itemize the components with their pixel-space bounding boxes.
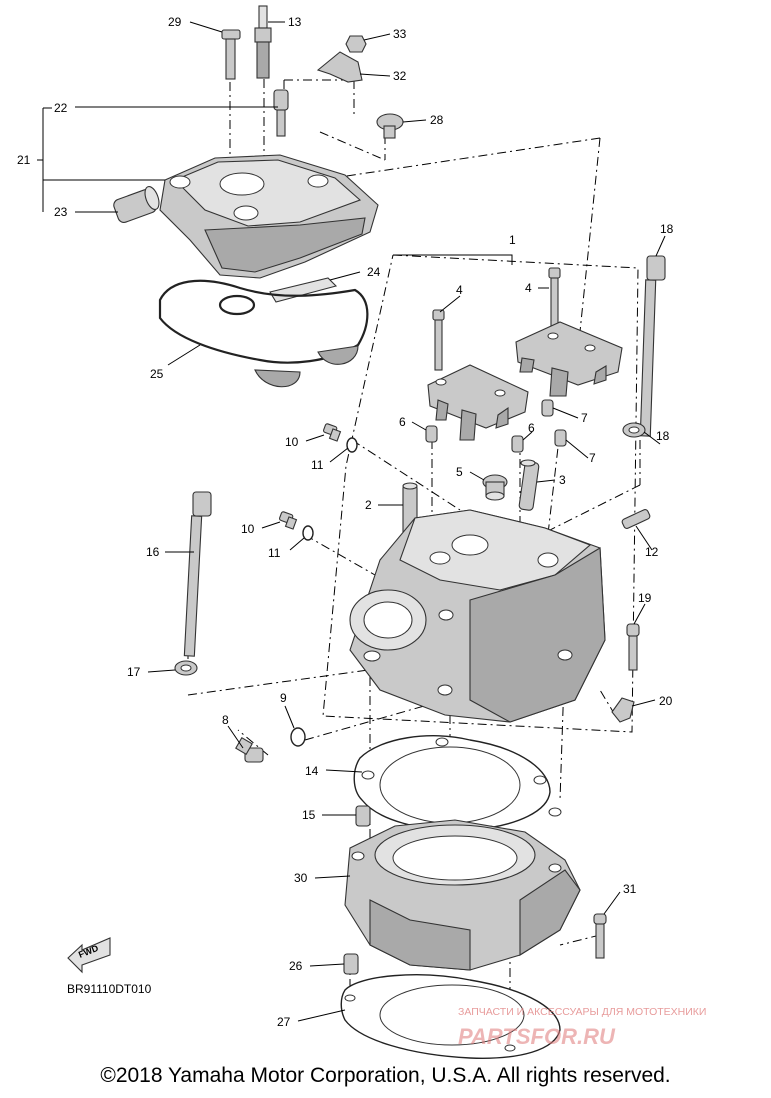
callout-4-left: 4 [456, 283, 463, 297]
dowel-6-right-icon [511, 435, 524, 453]
callout-27: 29 [168, 15, 182, 29]
bolt-26-icon [376, 113, 404, 139]
callout-19: 19 [638, 591, 652, 605]
drawing-code: BR91110DT010 [67, 982, 152, 996]
callout-15: 15 [302, 808, 316, 822]
dowel-15-icon [355, 805, 371, 827]
callout-17: 18 [660, 222, 674, 236]
bolt-27-icon [221, 29, 241, 80]
spark-plug-icon [254, 5, 272, 79]
bolt-4-left-icon [432, 309, 445, 371]
callout-28: 30 [294, 871, 308, 885]
callout-13: 13 [288, 15, 302, 29]
gasket-24-icon [269, 277, 338, 303]
copyright-notice: ©2018 Yamaha Motor Corporation, U.S.A. A… [100, 1064, 671, 1087]
bolt-19-icon [626, 623, 640, 671]
callout-labels: 29 13 33 32 22 28 21 23 1 18 24 4 4 25 6… [17, 15, 674, 1029]
callout-12: 12 [645, 545, 659, 559]
long-bolt-16-icon [183, 491, 212, 657]
o-ring-9-icon [290, 727, 306, 747]
callout-7-lower: 7 [589, 451, 596, 465]
cylinder-head [349, 509, 606, 723]
bolt-8-icon [235, 737, 264, 763]
callout-21: 21 [17, 153, 31, 167]
forward-arrow-icon: FWD [67, 937, 111, 974]
callout-22: 22 [54, 101, 68, 115]
o-ring-11-upper-icon [346, 437, 358, 453]
camshaft-caps-group [402, 267, 623, 537]
nut-33-icon [345, 35, 367, 53]
callout-29: 27 [277, 1015, 291, 1029]
stud-12-icon [621, 508, 651, 530]
callout-6-right: 6 [528, 421, 535, 435]
bolt-4-right-icon [548, 267, 561, 329]
leader-lines [37, 21, 666, 1022]
callout-10-upper: 10 [285, 435, 299, 449]
collar-23-icon [113, 185, 160, 223]
dowel-6-left-icon [425, 425, 438, 443]
callout-9: 9 [280, 691, 287, 705]
callout-23: 23 [54, 205, 68, 219]
callout-7-upper: 7 [581, 411, 588, 425]
bolt-10-lower-icon [279, 511, 298, 530]
cylinder-head-cover [159, 154, 379, 279]
callout-3: 3 [559, 473, 566, 487]
watermark-text-line2: PARTSFOR.RU [458, 1024, 616, 1049]
callout-25: 25 [150, 367, 164, 381]
stud-3-icon [518, 459, 540, 511]
plug-5-icon [482, 474, 508, 501]
callout-24: 24 [367, 265, 381, 279]
camshaft-cap-left [427, 364, 529, 441]
callout-2: 2 [365, 498, 372, 512]
callout-14: 14 [305, 764, 319, 778]
callout-10-lower: 10 [241, 522, 255, 536]
callout-1: 1 [509, 233, 516, 247]
callout-31: 31 [623, 882, 637, 896]
plate-32-icon [316, 51, 363, 83]
callout-18-upper: 18 [656, 429, 670, 443]
bracket-20-icon [611, 697, 635, 723]
callout-11-upper: 11 [311, 458, 324, 472]
bolt-10-upper-icon [323, 423, 342, 442]
dowel-30-icon [343, 953, 359, 975]
cylinder-head-cover-group [113, 5, 404, 388]
camshaft-cap-right [515, 321, 623, 397]
o-ring-11-lower-icon [302, 525, 314, 541]
callout-32: 32 [393, 69, 407, 83]
dowel-7-lower-icon [554, 429, 567, 447]
head-gasket-14 [353, 735, 562, 835]
head-cover-gasket-25 [158, 279, 369, 388]
callout-26: 28 [430, 113, 444, 127]
dowel-7-upper-icon [541, 399, 554, 417]
callout-11-lower: 11 [268, 546, 281, 560]
callout-20: 20 [659, 694, 673, 708]
callout-5: 5 [456, 465, 463, 479]
callout-18-lower: 17 [127, 665, 141, 679]
cylinder-block-28 [344, 819, 581, 971]
watermark-text-line1: ЗАПЧАСТИ И АКСЕССУАРЫ ДЛЯ МОТОТЕХНИКИ [458, 1006, 706, 1018]
long-bolt-17-icon [639, 255, 666, 437]
callout-16: 16 [146, 545, 160, 559]
callout-6-left: 6 [399, 415, 406, 429]
callout-4-right: 4 [525, 281, 532, 295]
bolt-22-icon [273, 89, 289, 137]
callout-30: 26 [289, 959, 303, 973]
bolt-31-icon [593, 913, 607, 959]
callout-33: 33 [393, 27, 407, 41]
callout-8: 8 [222, 713, 229, 727]
base-gasket-29 [340, 974, 561, 1059]
